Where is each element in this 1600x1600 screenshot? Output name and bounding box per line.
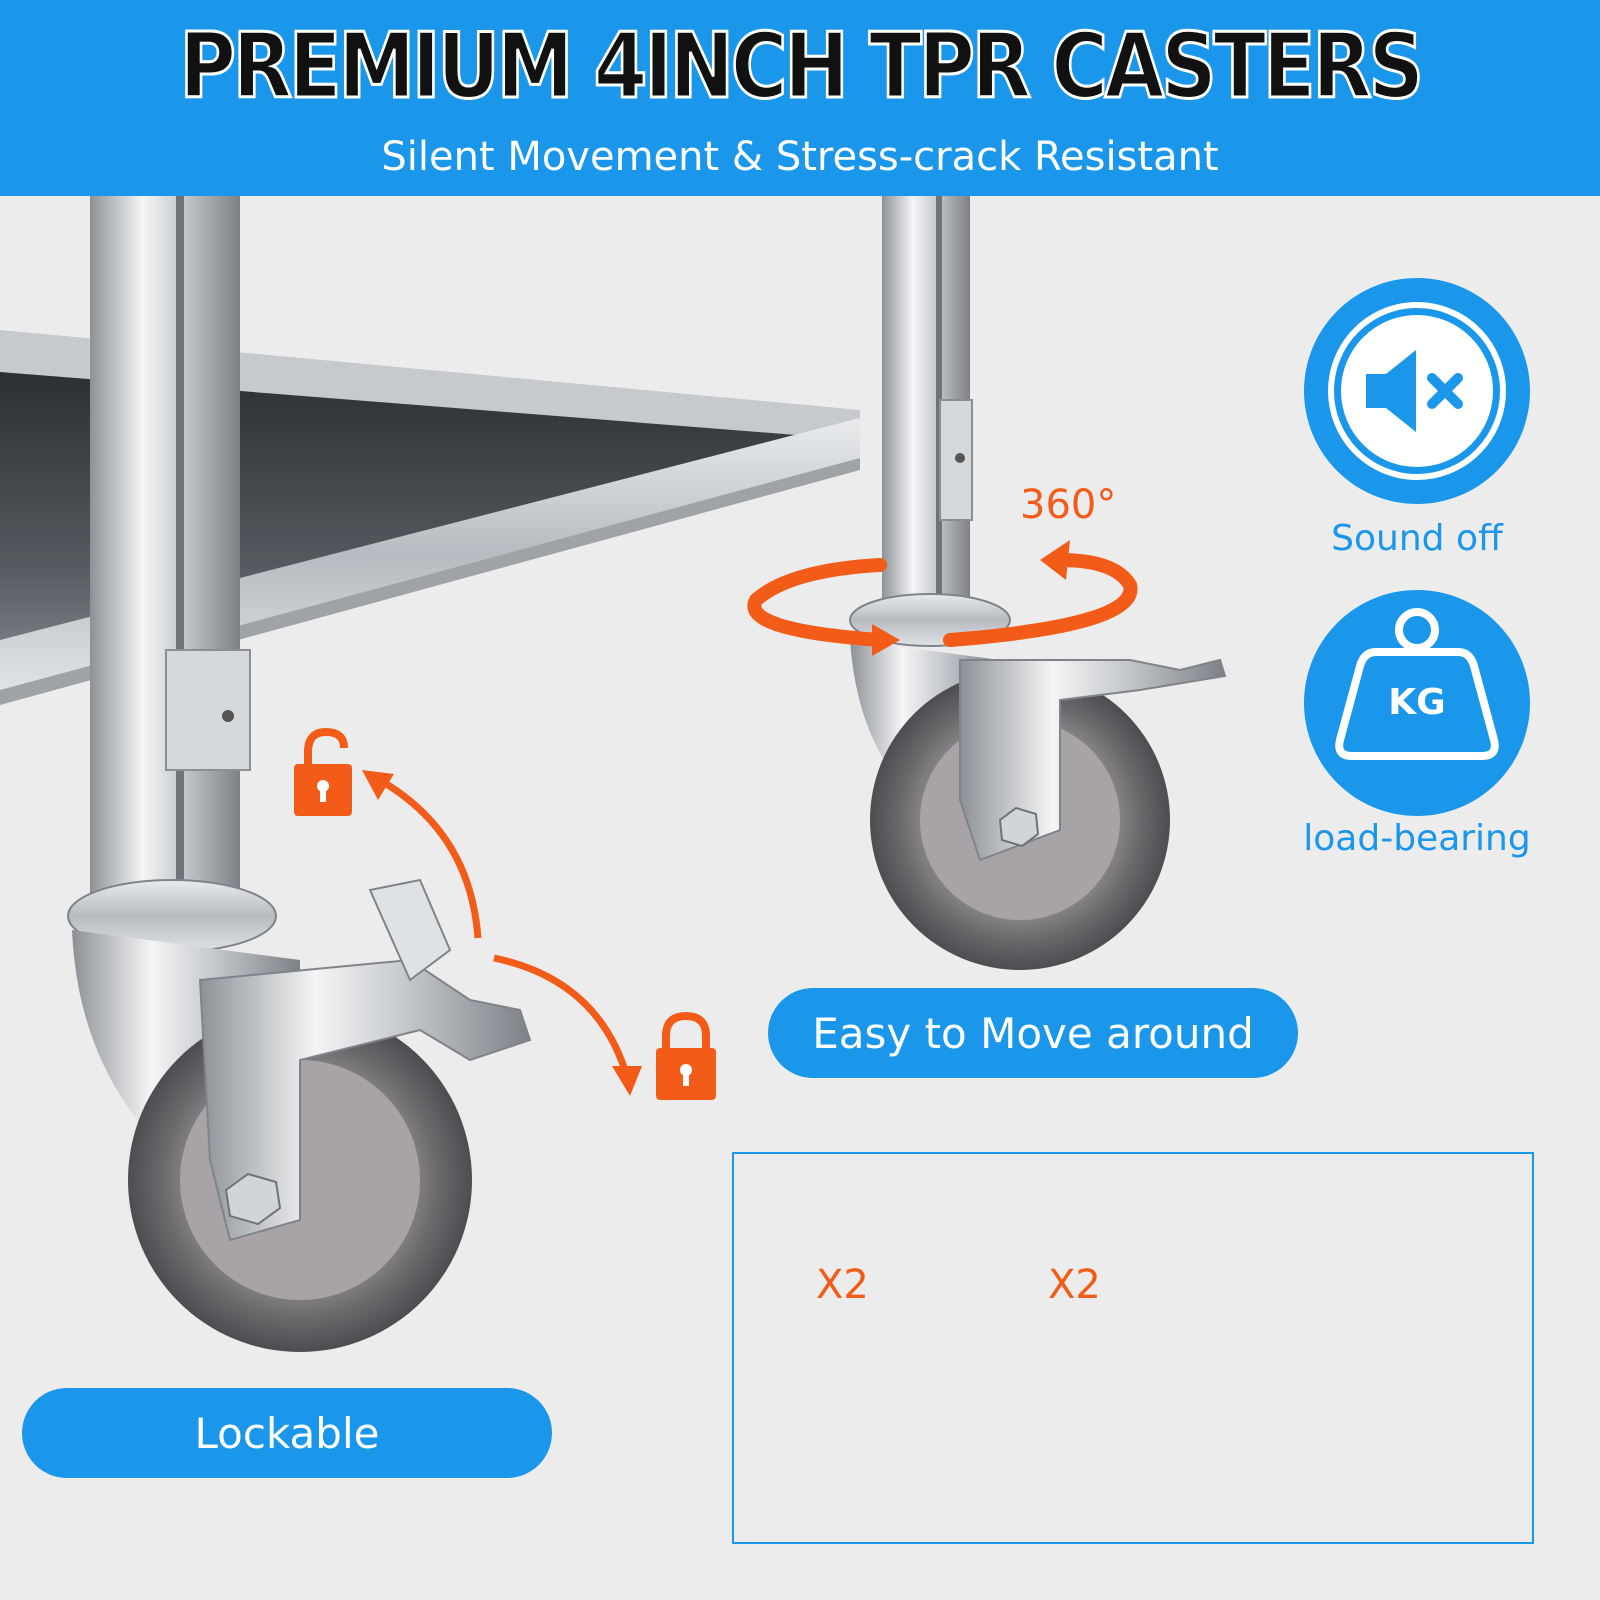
caster-right — [849, 593, 1227, 970]
cart-leg-left — [90, 196, 251, 906]
kg-weight-icon: KG — [1335, 608, 1499, 760]
sound-off-label: Sound off — [1331, 518, 1503, 559]
unlock-icon — [294, 727, 352, 816]
mute-speaker-icon — [1328, 302, 1506, 480]
caster-left — [67, 878, 532, 1352]
load-bearing-label: load-bearing — [1303, 818, 1531, 859]
lock-icon — [656, 1011, 716, 1100]
header-banner: PREMIUM 4INCH TPR CASTERS Silent Movemen… — [0, 0, 1600, 196]
easy-move-pill: Easy to Move around — [768, 988, 1298, 1078]
install-panel — [732, 1152, 1534, 1544]
sound-off-badge — [1304, 278, 1530, 504]
quantity-label: X2 — [1048, 1262, 1101, 1308]
kg-mark: KG — [1388, 682, 1445, 723]
rotate-arrow-icon — [747, 540, 1138, 656]
rotation-label: 360° — [1020, 482, 1117, 528]
cart-leg-right — [882, 196, 973, 606]
load-bearing-badge: KG — [1304, 590, 1530, 816]
page-title: PREMIUM 4INCH TPR CASTERS — [178, 13, 1425, 121]
lockable-pill: Lockable — [22, 1388, 552, 1478]
page-subtitle: Silent Movement & Stress-crack Resistant — [381, 134, 1219, 180]
lock-toggle-arrows — [362, 770, 642, 1096]
quantity-label: X2 — [816, 1262, 869, 1308]
easy-move-text: Easy to Move around — [812, 1008, 1254, 1058]
lockable-text: Lockable — [194, 1408, 380, 1458]
